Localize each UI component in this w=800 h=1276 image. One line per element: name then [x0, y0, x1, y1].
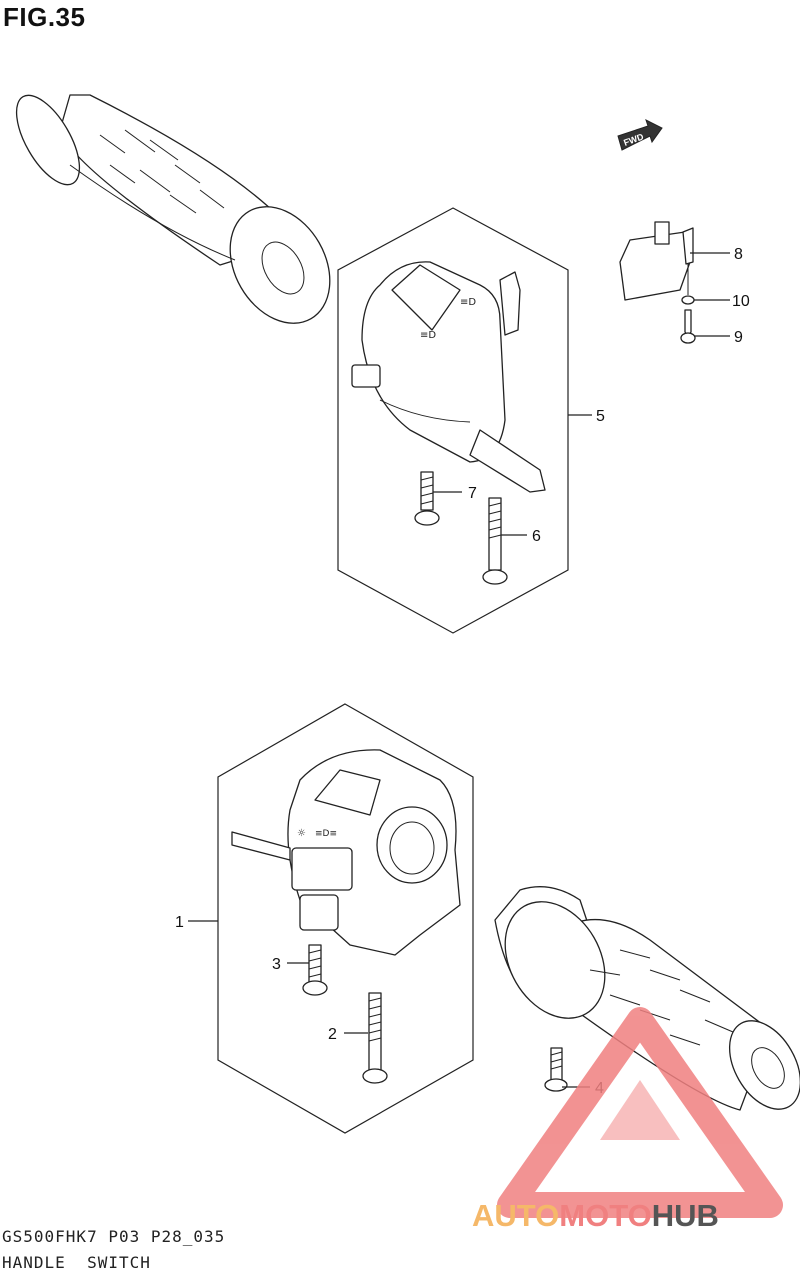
- screw-6: [482, 497, 508, 585]
- leader-lines: [188, 252, 730, 1088]
- callout-10: 10: [732, 293, 750, 310]
- screw-3: [302, 944, 328, 996]
- screw-4: [544, 1047, 568, 1092]
- svg-text:≡D≡: ≡D≡: [315, 829, 337, 839]
- footer-name: HANDLE SWITCH: [2, 1253, 151, 1272]
- left-grip: [15, 94, 331, 324]
- watermark-moto: MOTO: [559, 1198, 651, 1233]
- svg-text:≡D: ≡D: [420, 330, 436, 341]
- callout-3: 3: [272, 956, 281, 973]
- right-handle-switch: ≡D ≡D: [351, 261, 546, 493]
- svg-text:☼: ☼: [297, 828, 306, 839]
- callout-6: 6: [532, 528, 541, 545]
- callout-5: 5: [596, 408, 605, 425]
- screw-7: [414, 471, 440, 526]
- svg-text:≡D: ≡D: [460, 297, 476, 308]
- callout-8: 8: [734, 246, 743, 263]
- callout-2: 2: [328, 1026, 337, 1043]
- washer-10: [681, 295, 695, 305]
- fwd-arrow: FWD: [617, 119, 663, 151]
- callout-1: 1: [175, 914, 184, 931]
- switch-8: [619, 221, 694, 301]
- callout-9: 9: [734, 329, 743, 346]
- screw-2: [362, 992, 388, 1084]
- left-handle-switch: ☼ ≡D≡: [231, 749, 461, 956]
- right-switch-frame: [337, 207, 569, 634]
- watermark-logo: [497, 1007, 783, 1218]
- left-switch-frame: [217, 703, 474, 1134]
- figure-title: FIG.35: [3, 2, 86, 32]
- callout-7: 7: [468, 485, 477, 502]
- footer-code: GS500FHK7 P03 P28_035: [2, 1227, 226, 1246]
- screw-9: [680, 309, 696, 344]
- watermark-auto: AUTO: [472, 1198, 559, 1233]
- right-grip: [494, 886, 800, 1111]
- watermark-hub: HUB: [652, 1198, 719, 1233]
- watermark-text: AUTOMOTOHUB: [472, 1198, 719, 1233]
